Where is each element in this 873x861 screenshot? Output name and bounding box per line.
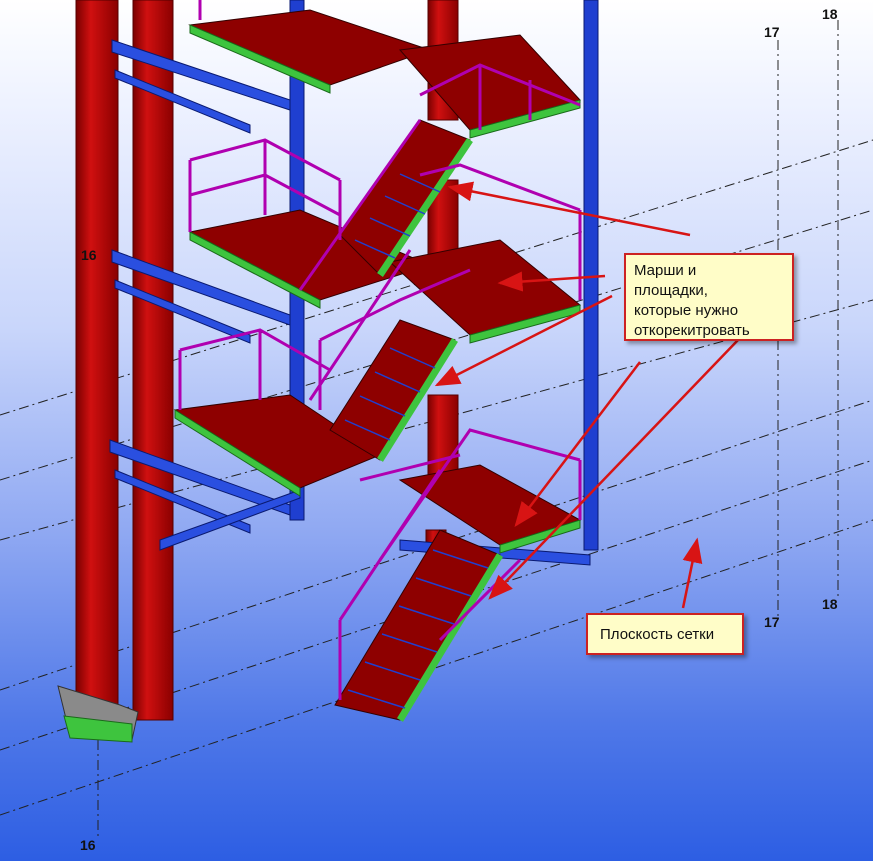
grid-axis-18-top: 18 bbox=[822, 6, 838, 22]
grid-axis-18-bottom: 18 bbox=[822, 596, 838, 612]
handrails bbox=[178, 0, 582, 700]
grid-axis-17-top: 17 bbox=[764, 24, 780, 40]
callout-grid-plane-text: Плоскость сетки bbox=[600, 626, 715, 643]
callout-stairs-line-3: которые нужно bbox=[634, 302, 739, 319]
column-base-plate bbox=[57, 685, 139, 743]
grid-axis-17-bottom: 17 bbox=[764, 614, 780, 630]
callout-stairs-to-fix: Марши и площадки, которые нужно откореки… bbox=[624, 253, 794, 341]
grid-axis-16-bottom: 16 bbox=[80, 837, 96, 853]
callout-stairs-line-4: откорекитровать bbox=[634, 322, 750, 339]
grid-axis-16-top: 16 bbox=[81, 247, 97, 263]
callout-stairs-line-2: площадки, bbox=[634, 282, 708, 299]
blue-beams bbox=[109, 39, 591, 566]
callout-stairs-line-1: Марши и bbox=[634, 262, 697, 279]
stair-flights bbox=[329, 119, 503, 722]
stair-landings bbox=[173, 9, 582, 554]
callout-grid-plane: Плоскость сетки bbox=[586, 613, 744, 655]
